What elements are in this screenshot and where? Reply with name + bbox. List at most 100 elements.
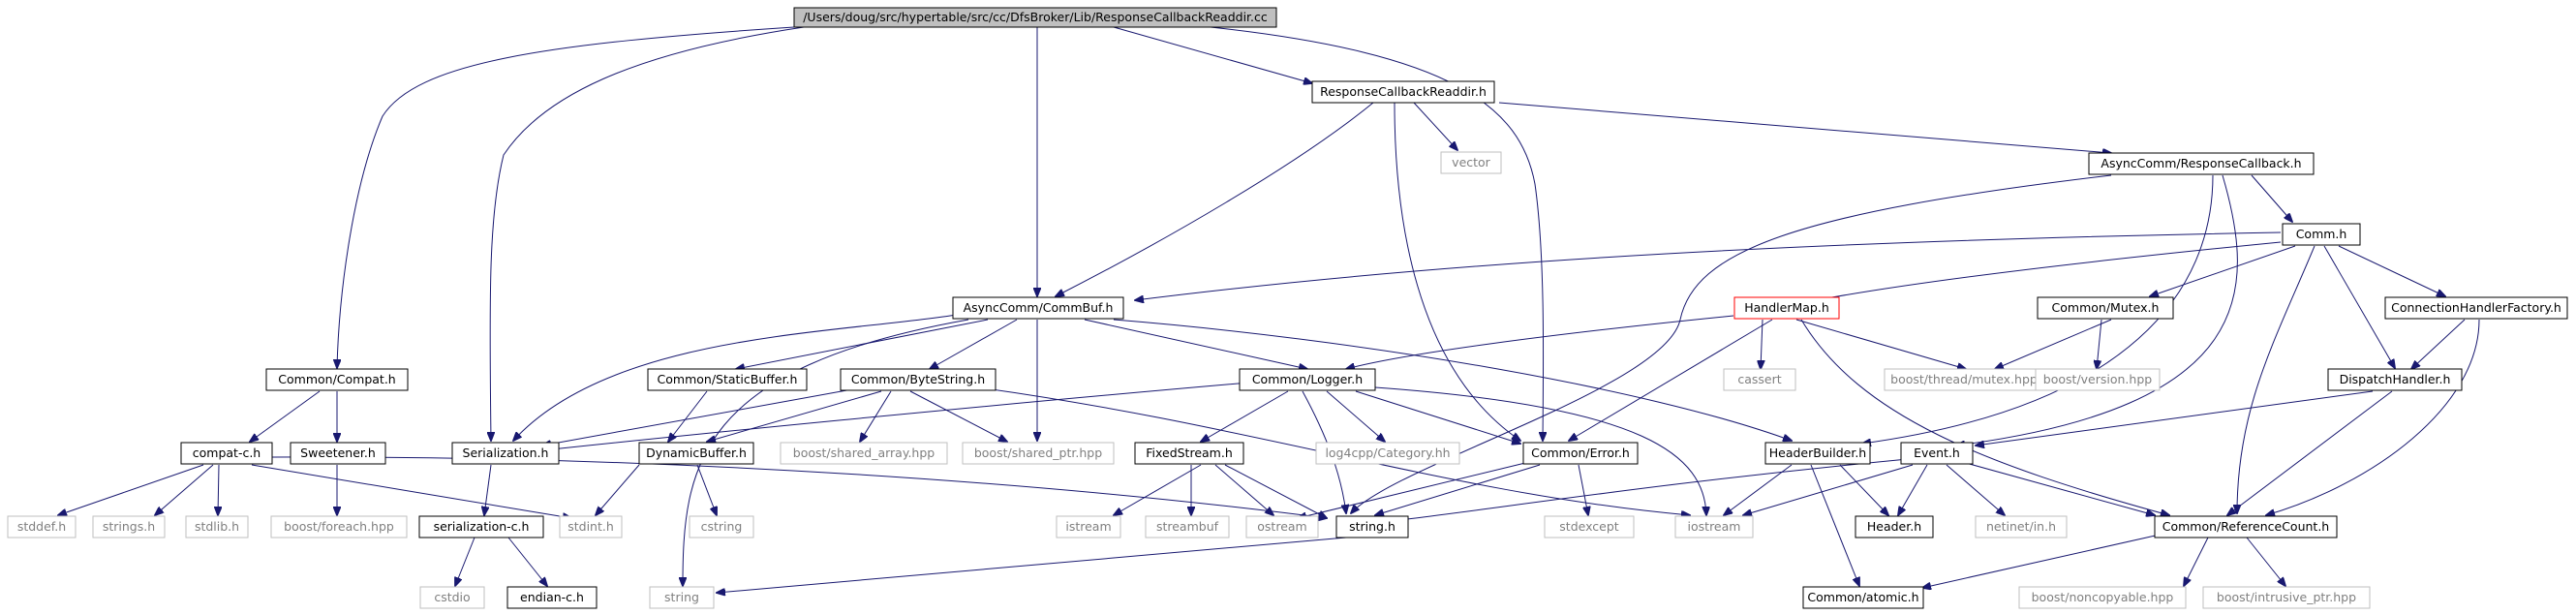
node-atomic[interactable]: Common/atomic.h xyxy=(1802,586,1924,609)
node-shared-array[interactable]: boost/shared_array.hpp xyxy=(780,442,948,465)
node-dynbuf[interactable]: DynamicBuffer.h xyxy=(638,442,754,465)
node-compat-c[interactable]: compat-c.h xyxy=(180,442,273,465)
node-handlermap[interactable]: HandlerMap.h xyxy=(1733,296,1840,320)
node-cstring[interactable]: cstring xyxy=(689,515,754,538)
edge-event-refcount xyxy=(1965,462,2155,515)
node-netinet[interactable]: netinet/in.h xyxy=(1975,515,2068,538)
edge-error-ostream xyxy=(1298,462,1526,518)
node-strings[interactable]: strings.h xyxy=(92,515,166,538)
node-bytestring[interactable]: Common/ByteString.h xyxy=(840,368,997,391)
edge-bytestring-dynbuf xyxy=(707,390,882,442)
node-intrusive-ptr[interactable]: boost/intrusive_ptr.hpp xyxy=(2202,586,2371,609)
edge-compat-compatc xyxy=(250,390,321,442)
edge-headerbuilder-atomic xyxy=(1810,464,1859,586)
node-rcr-h[interactable]: ResponseCallbackReaddir.h xyxy=(1311,80,1495,104)
node-iostream[interactable]: iostream xyxy=(1674,515,1754,538)
node-vector[interactable]: vector xyxy=(1440,151,1502,174)
node-headerbuilder[interactable]: HeaderBuilder.h xyxy=(1764,442,1871,465)
edge-event-iostream xyxy=(1743,464,1914,515)
node-header-h-label: Header.h xyxy=(1867,519,1921,534)
node-dispatch[interactable]: DispatchHandler.h xyxy=(2327,368,2463,391)
node-commbuf[interactable]: AsyncComm/CommBuf.h xyxy=(952,296,1124,320)
node-vector-label: vector xyxy=(1452,155,1491,169)
node-serialization-c-label: serialization-c.h xyxy=(434,519,530,534)
node-endian-label: endian-c.h xyxy=(520,590,584,604)
node-streambuf-label: streambuf xyxy=(1156,519,1219,534)
node-stdexcept[interactable]: stdexcept xyxy=(1544,515,1635,538)
node-stdlib[interactable]: stdlib.h xyxy=(185,515,249,538)
node-event[interactable]: Event.h xyxy=(1900,442,1974,465)
node-atomic-label: Common/atomic.h xyxy=(1807,590,1918,604)
node-mutex-label: Common/Mutex.h xyxy=(2052,300,2160,315)
node-stdint[interactable]: stdint.h xyxy=(559,515,623,538)
edge-commbuf-headerbuilder xyxy=(1113,319,1792,441)
node-mutex[interactable]: Common/Mutex.h xyxy=(2037,296,2174,320)
edge-root-error xyxy=(1210,26,1544,441)
node-event-label: Event.h xyxy=(1914,446,1960,460)
node-root-label: /Users/doug/src/hypertable/src/cc/DfsBro… xyxy=(803,10,1268,24)
node-cstdio[interactable]: cstdio xyxy=(419,586,485,609)
node-comm-h[interactable]: Comm.h xyxy=(2282,223,2361,246)
node-cassert[interactable]: cassert xyxy=(1723,368,1796,391)
node-log4cpp[interactable]: log4cpp/Category.hh xyxy=(1315,442,1460,465)
node-fixedstream[interactable]: FixedStream.h xyxy=(1134,442,1244,465)
edge-commbuf-bytestring xyxy=(930,319,1018,369)
node-compat-h[interactable]: Common/Compat.h xyxy=(265,368,409,391)
node-root[interactable]: /Users/doug/src/hypertable/src/cc/DfsBro… xyxy=(793,7,1277,28)
node-string-h[interactable]: string.h xyxy=(1335,515,1409,538)
node-ostream[interactable]: ostream xyxy=(1245,515,1319,538)
node-istream[interactable]: istream xyxy=(1056,515,1121,538)
edge-fixedstream-istream xyxy=(1114,464,1202,515)
node-boost-mutex[interactable]: boost/thread/mutex.hpp xyxy=(1884,368,2044,391)
node-stddef-label: stddef.h xyxy=(17,519,66,534)
edge-comm-mutex xyxy=(2150,245,2296,296)
node-refcount[interactable]: Common/ReferenceCount.h xyxy=(2154,515,2338,538)
edge-commbuf-serialization xyxy=(513,314,958,441)
node-serialization[interactable]: Serialization.h xyxy=(451,442,560,465)
node-foreach[interactable]: boost/foreach.hpp xyxy=(270,515,408,538)
node-staticbuf[interactable]: Common/StaticBuffer.h xyxy=(647,368,808,391)
node-header-h[interactable]: Header.h xyxy=(1855,515,1934,538)
node-staticbuf-label: Common/StaticBuffer.h xyxy=(658,372,798,386)
edge-comm-handlermap xyxy=(1801,241,2282,303)
edge-compatc-stddef xyxy=(58,464,204,515)
node-stdint-label: stdint.h xyxy=(567,519,614,534)
node-streambuf[interactable]: streambuf xyxy=(1145,515,1230,538)
node-serialization-label: Serialization.h xyxy=(463,446,549,460)
node-sweetener[interactable]: Sweetener.h xyxy=(290,442,386,465)
node-string-label: string xyxy=(664,590,699,604)
node-serialization-c[interactable]: serialization-c.h xyxy=(418,515,544,538)
node-compat-h-label: Common/Compat.h xyxy=(278,372,395,386)
node-shared-ptr[interactable]: boost/shared_ptr.hpp xyxy=(962,442,1115,465)
edge-root-rcrh xyxy=(1113,26,1312,83)
node-boost-mutex-label: boost/thread/mutex.hpp xyxy=(1890,372,2038,386)
node-stdlib-label: stdlib.h xyxy=(195,519,239,534)
node-iostream-label: iostream xyxy=(1688,519,1741,534)
node-foreach-label: boost/foreach.hpp xyxy=(284,519,394,534)
edge-chf-dispatch xyxy=(2411,319,2466,369)
edge-serializationc-endian xyxy=(507,537,547,586)
node-string[interactable]: string xyxy=(649,586,715,609)
node-noncopyable[interactable]: boost/noncopyable.hpp xyxy=(2018,586,2187,609)
edge-commbuf-string xyxy=(683,319,969,586)
node-stddef[interactable]: stddef.h xyxy=(7,515,77,538)
edge-compatc-stringh xyxy=(270,456,1327,518)
edge-root-serialization xyxy=(490,26,805,441)
node-headerbuilder-label: HeaderBuilder.h xyxy=(1769,446,1866,460)
node-cstring-label: cstring xyxy=(701,519,743,534)
node-fixedstream-label: FixedStream.h xyxy=(1146,446,1233,460)
node-endian[interactable]: endian-c.h xyxy=(506,586,598,609)
node-async-rc-label: AsyncComm/ResponseCallback.h xyxy=(2101,156,2301,170)
node-logger-label: Common/Logger.h xyxy=(1252,372,1363,386)
node-chf[interactable]: ConnectionHandlerFactory.h xyxy=(2384,296,2568,320)
edge-bytestring-serialization xyxy=(542,388,853,446)
edge-logger-error xyxy=(1355,390,1520,444)
edge-mutex-boostversion xyxy=(2097,319,2102,369)
node-logger[interactable]: Common/Logger.h xyxy=(1239,368,1376,391)
edge-dispatch-event xyxy=(1976,390,2374,446)
node-error[interactable]: Common/Error.h xyxy=(1522,442,1639,465)
node-boost-version[interactable]: boost/version.hpp xyxy=(2035,368,2161,391)
node-error-label: Common/Error.h xyxy=(1531,446,1630,460)
node-log4cpp-label: log4cpp/Category.hh xyxy=(1325,446,1450,460)
node-async-rc[interactable]: AsyncComm/ResponseCallback.h xyxy=(2088,152,2315,175)
